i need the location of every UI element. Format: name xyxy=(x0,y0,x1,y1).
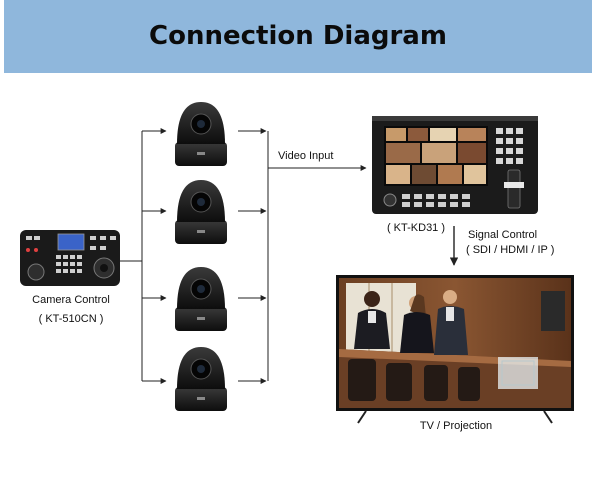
switcher-model-label: ( KT-KD31 ) xyxy=(386,222,446,234)
ptz-camera-icon xyxy=(175,102,227,166)
page-title: Connection Diagram xyxy=(149,21,447,51)
camera-control-label: Camera Control xyxy=(32,294,110,306)
signal-control-label: Signal Control xyxy=(468,229,538,241)
ptz-camera-icon xyxy=(175,267,227,331)
header-banner: Connection Diagram xyxy=(4,0,592,73)
people-illustration xyxy=(354,290,468,355)
control-lines xyxy=(120,128,167,384)
signal-types-label: ( SDI / HDMI / IP ) xyxy=(466,244,555,256)
tv-projection-label: TV / Projection xyxy=(419,420,493,432)
video-input-label: Video Input xyxy=(278,150,334,162)
camera-controller-icon xyxy=(20,230,120,286)
controller-model-label: ( KT-510CN ) xyxy=(38,313,104,325)
video-switcher-icon xyxy=(372,116,538,214)
tv-display-icon xyxy=(336,275,574,424)
ptz-camera-icon xyxy=(175,180,227,244)
ptz-camera-icon xyxy=(175,347,227,411)
video-lines xyxy=(238,128,367,384)
